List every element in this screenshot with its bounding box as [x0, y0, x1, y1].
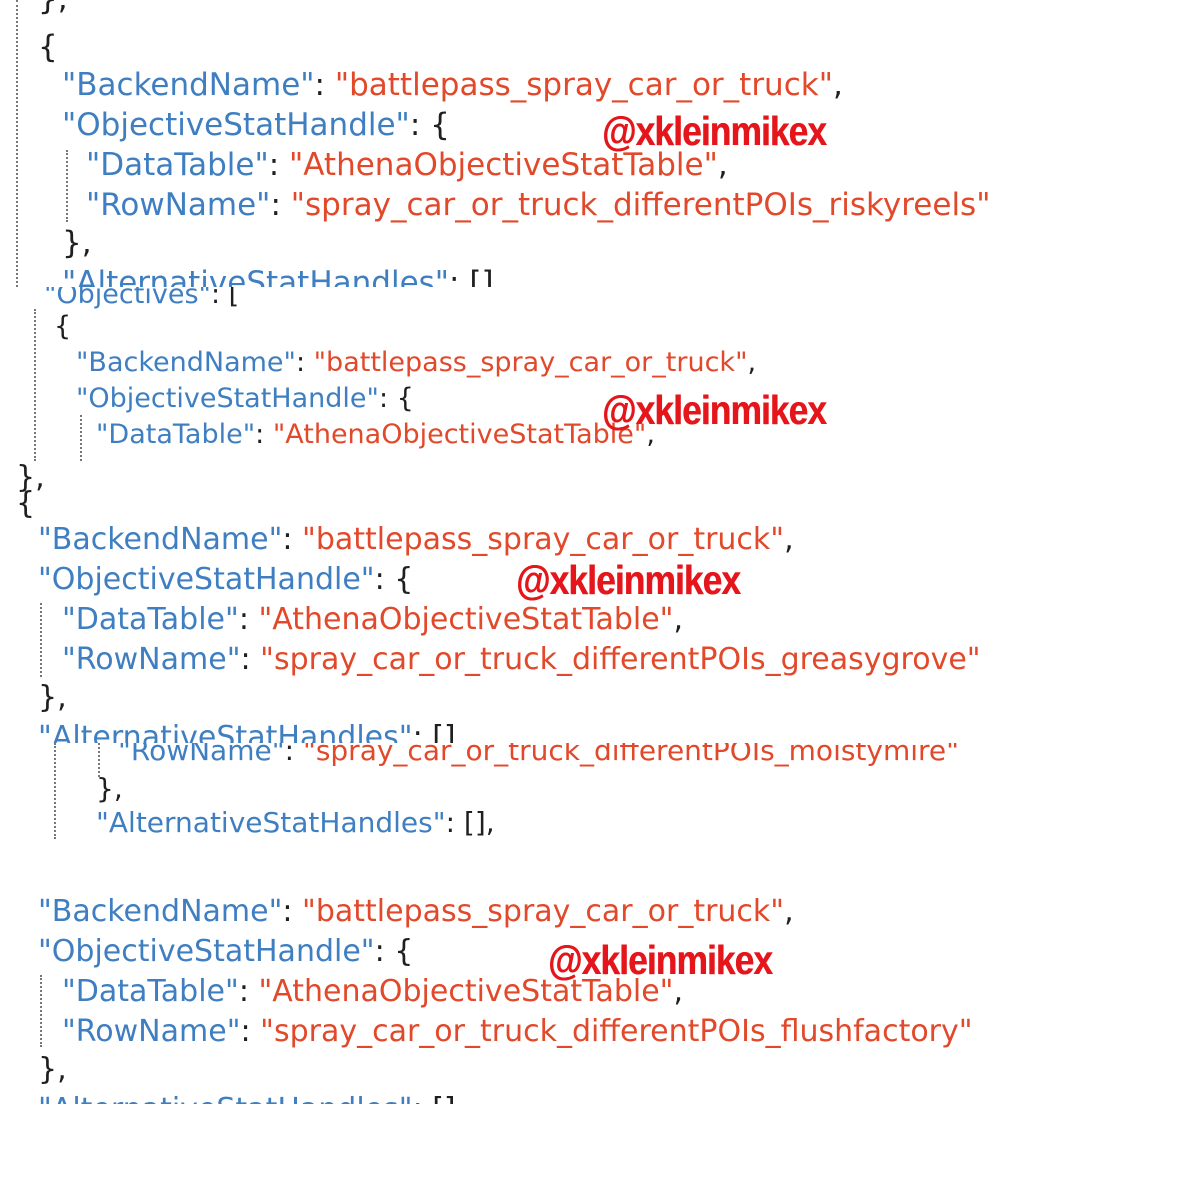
tree-guide [16, 0, 18, 287]
code-punct: }, [38, 1052, 67, 1087]
json-string: "battlepass_spray_car_or_truck" [313, 347, 748, 378]
json-string: "AthenaObjectiveStatTable" [272, 419, 647, 450]
json-key: "ObjectiveStatHandle" [38, 562, 375, 597]
code-punct: : [255, 419, 273, 450]
json-string: "AthenaObjectiveStatTable" [289, 147, 718, 183]
json-key: "Objectives" [44, 287, 211, 310]
watermark-text: @xkleinmikex [516, 557, 741, 603]
code-punct: , [784, 894, 794, 929]
code-punct: : [] [449, 265, 494, 288]
code-punct: , [673, 602, 684, 637]
tree-guide [80, 415, 82, 461]
code-punct: }, [16, 461, 45, 495]
json-string: "battlepass_spray_car_or_truck" [302, 894, 785, 929]
json-key: "DataTable" [62, 974, 239, 1009]
code-punct: : [240, 642, 261, 677]
code-punct: : [240, 1014, 261, 1049]
json-key: "ObjectiveStatHandle" [76, 383, 379, 414]
code-punct: : [295, 347, 314, 378]
code-punct: : { [374, 934, 414, 969]
code-punct: { [38, 29, 58, 65]
code-punct: : [270, 187, 291, 223]
code-crop-3: }, { "BackendName": "battlepass_spray_ca… [0, 461, 1200, 743]
code-punct: { [16, 486, 36, 521]
code-punct: , [646, 419, 655, 450]
code-punct: : [314, 67, 335, 103]
code-punct: { [54, 311, 72, 342]
json-string: "spray_car_or_truck_differentPOIs_greasy… [260, 642, 981, 677]
code-crop-4: "RowName": "spray_car_or_truck_different… [0, 743, 1200, 843]
json-key: "BackendName" [38, 894, 283, 929]
code-crop-1: }, { "BackendName": "battlepass_spray_ca… [0, 0, 1200, 287]
code-punct: : { [378, 383, 414, 414]
json-key: "AlternativeStatHandles" [62, 265, 450, 288]
watermark-text: @xkleinmikex [602, 387, 827, 433]
code-punct: }, [38, 0, 68, 17]
tree-guide [34, 309, 36, 461]
code-punct: : [282, 522, 303, 557]
json-string: "AthenaObjectiveStatTable" [258, 974, 674, 1009]
json-key: "RowName" [86, 187, 271, 223]
code-punct: : [282, 894, 303, 929]
json-key: "DataTable" [86, 147, 269, 183]
tree-guide [40, 603, 42, 677]
json-key: "AlternativeStatHandles" [38, 1092, 413, 1105]
json-key: "DataTable" [62, 602, 239, 637]
json-key: "RowName" [118, 743, 285, 767]
json-key: "BackendName" [76, 347, 296, 378]
code-punct: : { [409, 107, 450, 143]
code-punct: , [717, 147, 728, 183]
json-key: "RowName" [62, 1014, 241, 1049]
code-punct: : { [374, 562, 414, 597]
code-crop-2: "Objectives": [ { "BackendName": "battle… [0, 287, 1200, 461]
watermark-text: @xkleinmikex [548, 937, 773, 983]
tree-guide [98, 743, 100, 777]
json-string: "AthenaObjectiveStatTable" [258, 602, 674, 637]
json-key: "AlternativeStatHandles" [96, 806, 446, 839]
code-punct: , [832, 67, 843, 103]
code-punct: , [747, 347, 757, 378]
json-key: "DataTable" [96, 419, 256, 450]
json-key: "AlternativeStatHandles" [38, 720, 413, 744]
code-punct: : [268, 147, 290, 183]
tree-guide [40, 975, 42, 1047]
code-crop-5: "BackendName": "battlepass_spray_car_or_… [0, 885, 1200, 1104]
code-punct: }, [96, 772, 123, 805]
code-punct: : [ [210, 287, 240, 310]
json-key: "BackendName" [62, 67, 315, 103]
code-punct: }, [38, 680, 67, 715]
code-punct: : [] [412, 720, 456, 744]
json-key: "RowName" [62, 642, 241, 677]
code-punct: : [238, 974, 259, 1009]
json-string: "battlepass_spray_car_or_truck" [302, 522, 785, 557]
json-string: "spray_car_or_truck_differentPOIs_riskyr… [290, 187, 991, 223]
code-punct: : [] [413, 1092, 456, 1105]
code-punct: , [673, 974, 684, 1009]
json-string: "battlepass_spray_car_or_truck" [334, 67, 833, 103]
tree-guide [54, 743, 56, 839]
watermark-text: @xkleinmikex [602, 108, 827, 154]
code-punct: : [238, 602, 259, 637]
code-punct: , [784, 522, 794, 557]
json-string: "spray_car_or_truck_differentPOIs_moisty… [302, 743, 960, 767]
json-key: "ObjectiveStatHandle" [38, 934, 375, 969]
json-key: "BackendName" [38, 522, 283, 557]
json-key: "ObjectiveStatHandle" [62, 107, 410, 143]
code-punct: : [], [445, 806, 495, 839]
tree-guide [66, 150, 68, 222]
code-punct: }, [62, 225, 92, 261]
code-punct: : [284, 743, 303, 767]
json-string: "spray_car_or_truck_differentPOIs_flushf… [260, 1014, 973, 1049]
